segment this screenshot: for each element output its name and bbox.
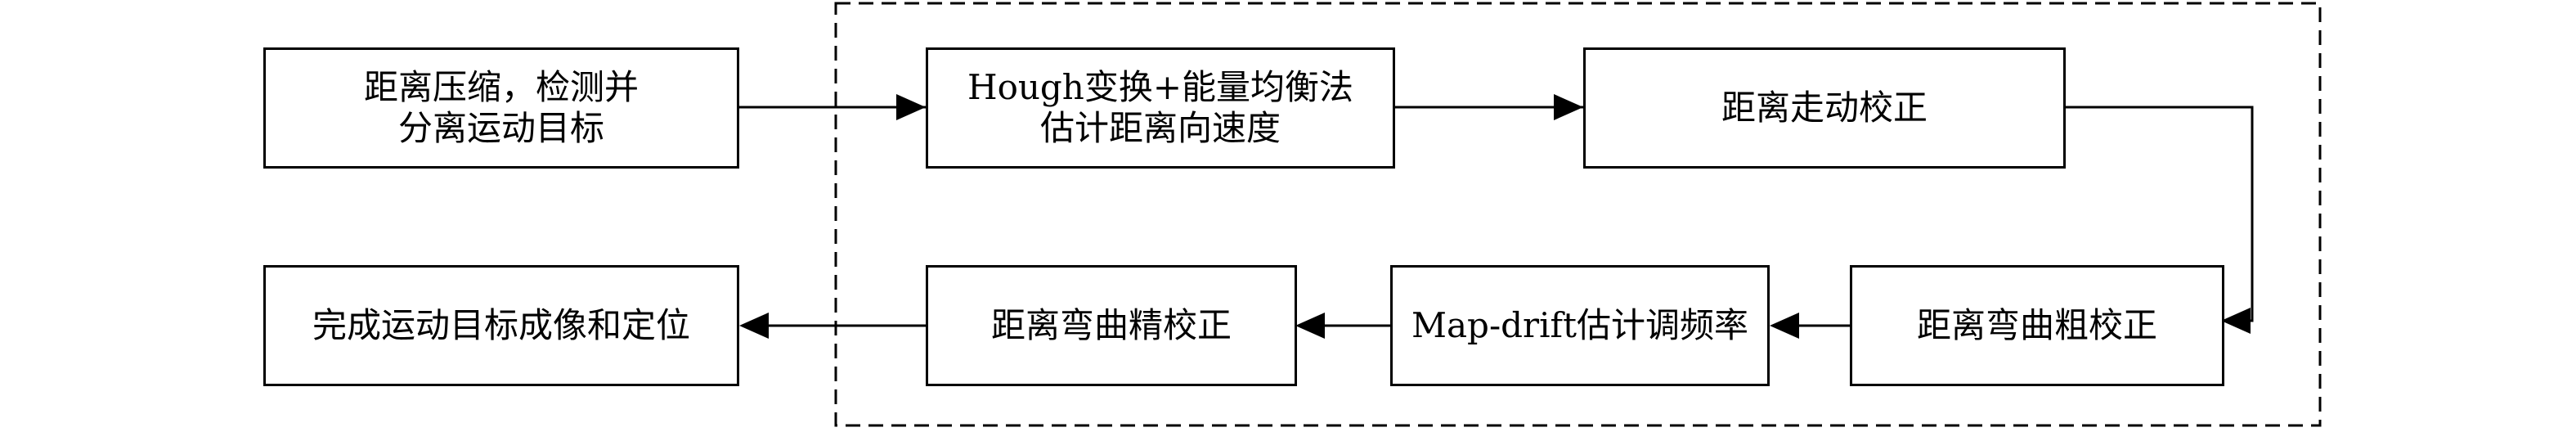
node-fine-curvature-correction-line-1: 距离弯曲精校正 (990, 304, 1232, 345)
arrowhead-to-mapdrift (1770, 313, 1799, 339)
node-coarse-curvature-correction-line-1: 距离弯曲粗校正 (1916, 304, 2157, 345)
arrowhead-to-coarse (2221, 308, 2251, 334)
node-range-walk-correction: 距离走动校正 (1583, 47, 2066, 169)
node-range-compression-line-2: 分离运动目标 (397, 108, 604, 148)
node-hough-transform: Hough变换+能量均衡法 估计距离向速度 (926, 47, 1395, 169)
node-fine-curvature-correction: 距离弯曲精校正 (926, 265, 1297, 386)
node-range-compression-line-1: 距离压缩，检测并 (363, 66, 639, 107)
node-range-walk-correction-line-1: 距离走动校正 (1721, 87, 1928, 128)
node-hough-transform-line-1: Hough变换+能量均衡法 (967, 66, 1354, 107)
arrowhead-to-imaging (739, 313, 769, 339)
arrowhead-to-walk (1554, 94, 1583, 120)
node-coarse-curvature-correction: 距离弯曲粗校正 (1850, 265, 2224, 386)
node-map-drift: Map-drift估计调频率 (1390, 265, 1770, 386)
arrowhead-to-fine (1295, 313, 1325, 339)
arrowhead-to-hough (896, 94, 926, 120)
dashed-group-frame (834, 2, 2322, 427)
node-map-drift-line-1: Map-drift估计调频率 (1411, 304, 1748, 345)
node-range-compression: 距离压缩，检测并 分离运动目标 (263, 47, 739, 169)
connectors (738, 94, 2254, 339)
node-hough-transform-line-2: 估计距离向速度 (1039, 108, 1281, 148)
node-imaging-localization: 完成运动目标成像和定位 (263, 265, 739, 386)
node-imaging-localization-line-1: 完成运动目标成像和定位 (312, 304, 690, 345)
